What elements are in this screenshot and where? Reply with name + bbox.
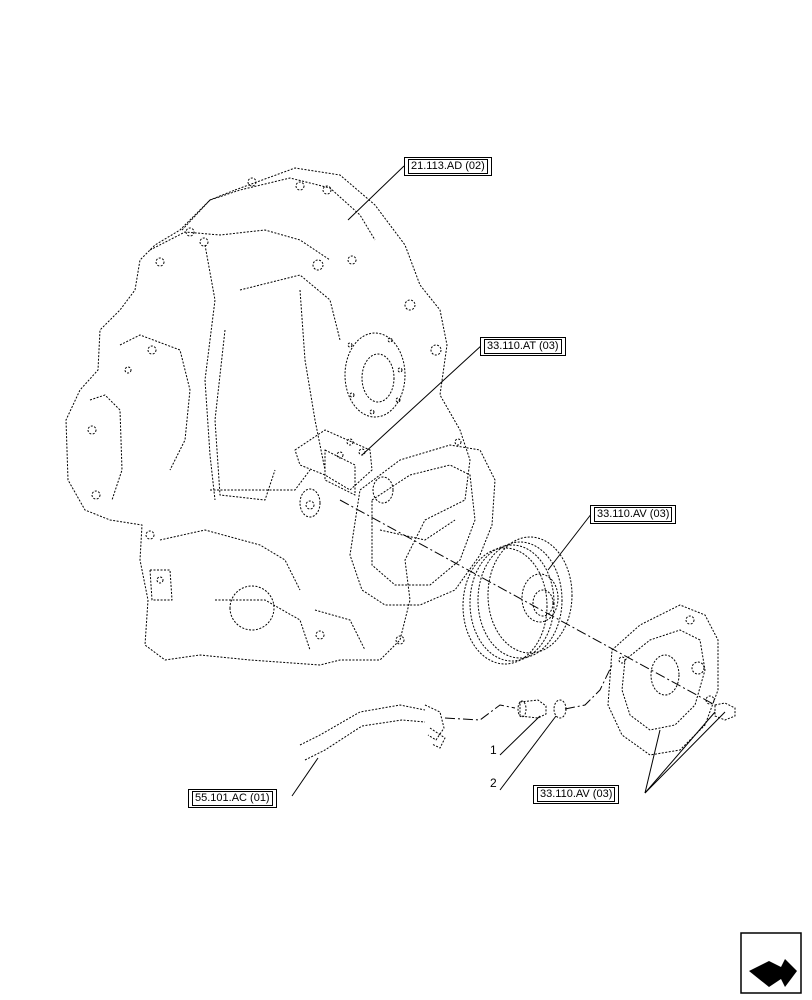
- reference-text: 21.113.AD (02): [408, 159, 488, 174]
- reference-text: 55.101.AC (01): [192, 791, 273, 806]
- housing-bolt-holes: [87, 177, 462, 645]
- sensor-axis-line: [444, 704, 516, 721]
- reference-label-33-110-at[interactable]: 33.110.AT (03): [480, 337, 566, 356]
- valve-block: [294, 429, 394, 518]
- leader-line: [347, 165, 405, 221]
- leader-line: [547, 512, 593, 571]
- reference-text: 33.110.AV (03): [594, 507, 673, 522]
- leader-line: [291, 757, 319, 797]
- leader-line: [644, 711, 726, 794]
- assembly-axis-line: [339, 499, 716, 706]
- reference-label-21-113-ad[interactable]: 21.113.AD (02): [404, 157, 492, 176]
- reference-label-33-110-av-cover[interactable]: 33.110.AV (03): [533, 785, 620, 804]
- leader-line: [499, 715, 541, 756]
- housing-bore-flange: [344, 332, 406, 418]
- next-page-arrow-icon[interactable]: [739, 931, 803, 995]
- sensor-to-cover-line: [564, 664, 613, 710]
- reference-label-33-110-av-disc[interactable]: 33.110.AV (03): [590, 505, 677, 524]
- leader-line: [499, 715, 557, 791]
- transmission-housing: [65, 167, 471, 666]
- callout-number-1: 1: [490, 743, 497, 757]
- rear-cover: [607, 604, 719, 756]
- leader-line: [361, 344, 483, 456]
- reference-text: 33.110.AV (03): [537, 787, 616, 802]
- reference-label-55-101-ac[interactable]: 55.101.AC (01): [188, 789, 277, 808]
- damper-disc: [462, 536, 573, 665]
- sensor: [517, 699, 547, 719]
- leader-line: [644, 711, 716, 794]
- leader-line: [644, 729, 661, 794]
- callout-number-2: 2: [490, 776, 497, 790]
- fitting: [714, 702, 736, 721]
- reference-text: 33.110.AT (03): [484, 339, 562, 354]
- o-ring: [553, 699, 567, 719]
- front-bell-housing: [349, 444, 496, 606]
- wiring-harness: [299, 704, 446, 761]
